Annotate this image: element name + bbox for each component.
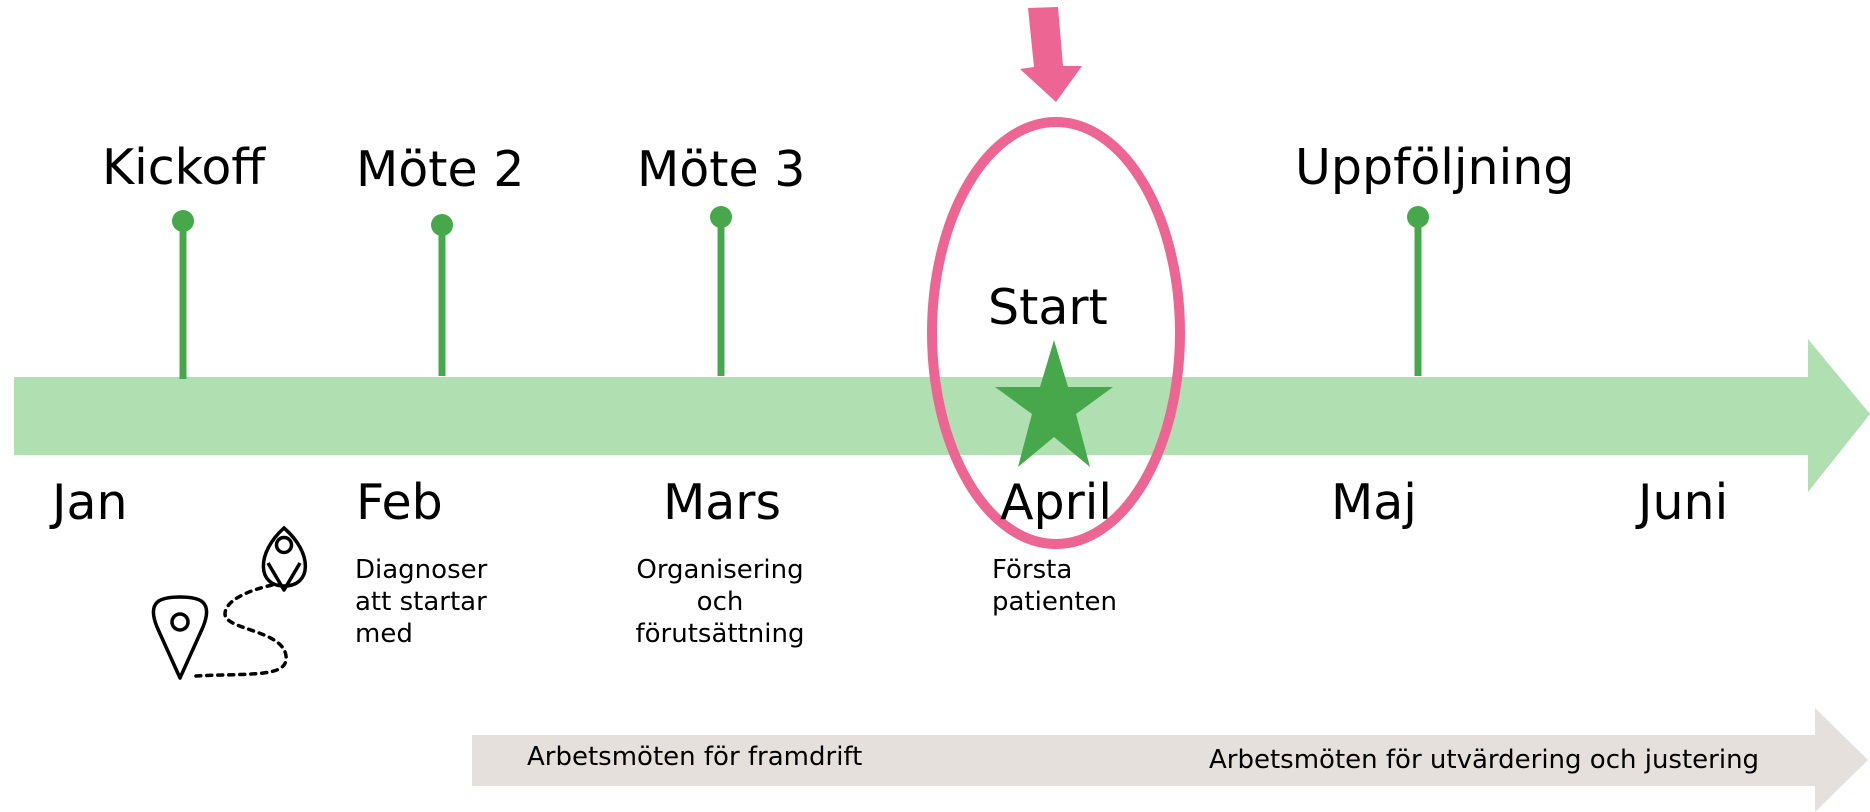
month-label-juni: Juni — [1638, 474, 1729, 531]
map-route-pins-icon — [151, 525, 308, 680]
milestone-pin-mote2 — [431, 214, 453, 376]
star-icon — [995, 340, 1113, 467]
work-band-arrow — [472, 708, 1868, 812]
milestone-label-mote3: Möte 3 — [637, 141, 806, 198]
milestone-label-kickoff: Kickoff — [102, 139, 266, 196]
month-label-feb: Feb — [356, 474, 443, 531]
highlight-ellipse — [927, 117, 1185, 549]
note-mars: Organisering och förutsättning — [635, 555, 805, 649]
month-label-mars: Mars — [663, 474, 781, 531]
milestone-label-uppfoljning: Uppföljning — [1295, 139, 1575, 196]
work-band-label-right: Arbetsmöten för utvärdering och justerin… — [1209, 745, 1760, 775]
month-label-april: April — [1000, 474, 1112, 531]
down-arrow-icon — [1020, 7, 1082, 102]
work-band-label-left: Arbetsmöten för framdrift — [527, 742, 863, 772]
milestone-pin-mote3 — [710, 206, 732, 376]
month-label-jan: Jan — [52, 474, 128, 531]
milestone-label-mote2: Möte 2 — [356, 141, 525, 198]
note-april: Första patienten — [992, 555, 1117, 617]
note-feb: Diagnoser att startar med — [355, 555, 488, 649]
milestone-pin-uppfoljning — [1407, 206, 1429, 376]
month-label-maj: Maj — [1331, 474, 1417, 531]
milestone-label-start: Start — [988, 279, 1108, 336]
milestone-pin-kickoff — [172, 210, 194, 379]
